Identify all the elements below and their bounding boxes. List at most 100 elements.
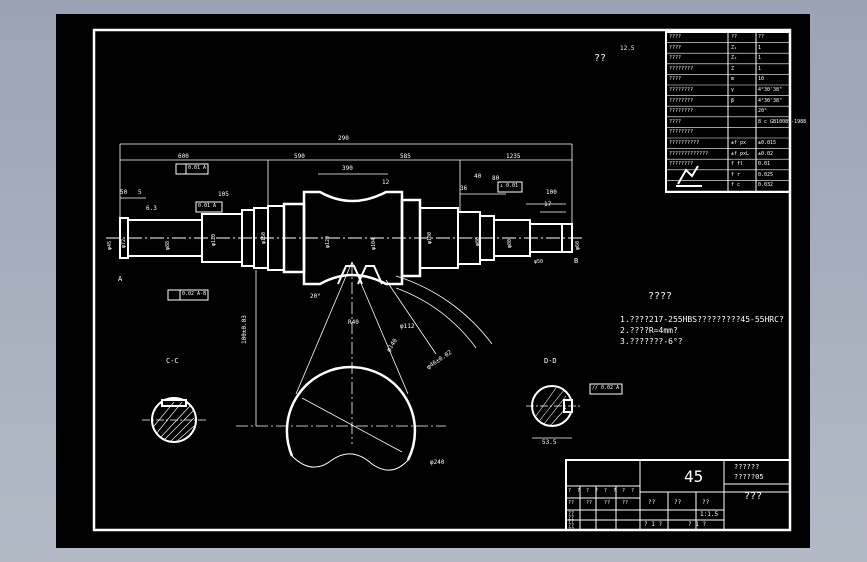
worm-symbol-icon <box>676 165 702 187</box>
param-table-cell: 0.01 <box>758 161 771 168</box>
dim-1235: 1235 <box>506 153 521 160</box>
dim-50: 50 <box>120 189 128 196</box>
param-table-cell: 4°30'38" <box>758 97 783 104</box>
param-table-cell: 1 <box>758 44 762 51</box>
dim-dia-c: φ104 <box>371 237 377 250</box>
title-block-cell: ? <box>631 488 635 494</box>
param-table-cell: ?????????? <box>669 140 700 146</box>
param-table-cell: 1 <box>758 65 762 72</box>
param-table-cell: 4°30'38" <box>758 87 783 93</box>
param-table-cell: f fl <box>731 161 744 168</box>
title-scale-label: ?? <box>702 499 710 506</box>
title-block-cell: ? <box>613 488 617 494</box>
section-dd-hatch <box>535 387 567 427</box>
param-table-cell: 0.032 <box>758 182 774 189</box>
title-drawing-no: ?????? <box>734 463 760 471</box>
param-table-grid <box>666 32 790 192</box>
param-table-cell: ±0.02 <box>758 150 774 157</box>
title-weight: ?? <box>674 499 682 506</box>
section-dd-label: D-D <box>544 357 557 365</box>
tol-frame-2: 0.02 A-B <box>182 291 207 297</box>
param-table-cell: 1 <box>758 55 762 62</box>
section-cc-label: C-C <box>166 357 179 365</box>
dim-5: 5 <box>138 189 142 196</box>
title-block-cell: ?? <box>568 511 575 517</box>
datum-b: B <box>574 257 579 265</box>
roughness-value: 12.5 <box>620 45 635 52</box>
dim-dia-j: φ60 <box>575 240 581 250</box>
title-block-cell: ?? <box>568 519 575 525</box>
title-stage: ?? <box>648 499 656 506</box>
param-table-cell: ???? <box>669 34 682 40</box>
dim-12: 12 <box>382 179 390 186</box>
cad-drawing <box>92 28 792 532</box>
tech-requirement-1: 1.????217-255HBS?????????45-55HRC? <box>620 315 784 324</box>
dim-dia-d: φ180 <box>427 231 433 244</box>
title-block-cell: ? <box>577 488 581 494</box>
param-table-cell: Z <box>731 65 735 72</box>
title-drawing-no2: ?????05 <box>734 473 764 481</box>
title-block-cell: ? <box>604 488 608 494</box>
title-sheet: ? 1 ? <box>644 521 663 528</box>
title-block-cell: ?? <box>622 500 629 506</box>
dim-dia-h: φ80 <box>507 238 513 248</box>
param-table-cell: ???? <box>669 44 682 51</box>
drawing-frame <box>92 28 792 532</box>
param-table-cell: ?? <box>731 34 738 40</box>
param-table-cell: β <box>731 97 735 104</box>
tolerance-frames <box>167 163 623 395</box>
section-cc-hatch <box>153 401 195 443</box>
title-block-frame <box>565 459 791 531</box>
dim-dia-g: φ80 <box>475 236 481 246</box>
worm-wheel-outline <box>285 365 417 461</box>
param-table-cell: γ <box>731 87 735 93</box>
dim-angle: 20° <box>310 293 321 300</box>
title-block-cell: ?? <box>604 500 611 506</box>
section-dd-dim: 53.5 <box>542 439 557 446</box>
dim-dia-b: φ120 <box>325 235 331 248</box>
dim-590: 590 <box>294 153 305 160</box>
dim-6-3: 6.3 <box>146 205 157 212</box>
dim-390: 390 <box>342 165 353 172</box>
dim-17: 17 <box>544 201 552 208</box>
param-table-cell: f c <box>731 182 741 189</box>
wheel-construction <box>236 261 493 453</box>
param-table-cell: m <box>731 76 735 83</box>
param-table-cell: ±f px <box>731 140 747 146</box>
param-table-cell: ????????????? <box>669 150 709 157</box>
dim-dia-f: φ88 <box>165 240 171 250</box>
param-table-cell: Z₂ <box>731 55 738 62</box>
param-table-cell: ???????? <box>669 161 694 168</box>
dim-dia-k: φ50 <box>534 259 544 265</box>
dim-center: 100±0.03 <box>241 315 248 344</box>
param-table-cell: 8 c GB10089-1988 <box>758 118 807 125</box>
dim-40: 40 <box>474 173 482 180</box>
title-block-cell: ? <box>568 488 572 494</box>
param-table-cell: f r <box>731 171 741 178</box>
dim-dia-a: φ150 <box>261 231 267 244</box>
tol-frame-5: ⊥ 0.01 <box>500 183 519 189</box>
dimension-lines <box>119 143 573 224</box>
dim-dia-i: φ72 <box>121 238 127 248</box>
tol-frame-1: 0.01 A <box>188 165 207 171</box>
tol-frame-4: // 0.02 A <box>592 385 620 391</box>
param-table-cell: 20° <box>758 108 768 115</box>
dim-36: 36 <box>460 185 468 192</box>
param-table-cell: ?? <box>758 34 765 40</box>
wheel-break-line <box>291 453 409 471</box>
title-block-cell: ?? <box>568 527 575 533</box>
dim-dia-e: φ120 <box>211 233 217 246</box>
worm-shaft <box>119 190 573 286</box>
param-table-cell: ???? <box>669 55 682 62</box>
param-table-cell: ???????? <box>669 108 694 115</box>
title-block-cell: ? <box>586 488 590 494</box>
title-block-cell: ?? <box>586 500 593 506</box>
param-table-cell: ???????? <box>669 65 694 72</box>
title-block-cell: ? <box>595 488 599 494</box>
param-table-cell: 0.025 <box>758 171 774 178</box>
param-table-cell: 10 <box>758 76 765 83</box>
title-block-cell: ?? <box>568 523 575 529</box>
roughness-note: ?? <box>594 53 607 64</box>
param-table-cell: ???????? <box>669 129 694 136</box>
